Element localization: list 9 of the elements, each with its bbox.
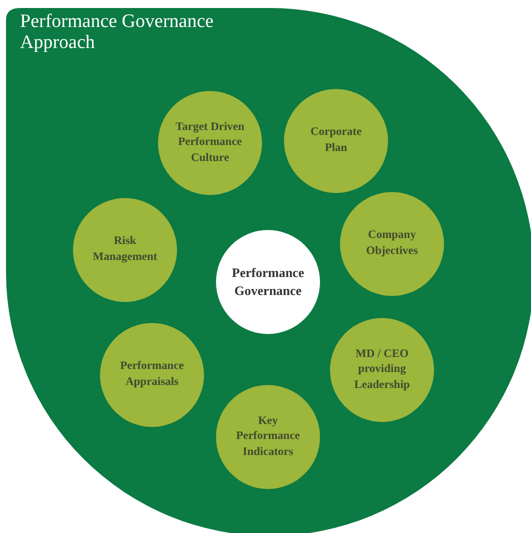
circle-label: Corporate Plan [309,125,363,156]
circle-label: Performance Appraisals [119,359,185,390]
circle-label: MD / CEO providing Leadership [353,346,411,393]
circle-label: Company Objectives [365,228,419,259]
circle-label: Target Driven Performance Culture [174,120,246,166]
circle-label: Key Performance Indicators [235,414,301,460]
circle-label: Risk Management [92,234,158,265]
circle-label: Performance Governance [230,264,306,300]
title: Performance Governance Approach [20,12,215,54]
